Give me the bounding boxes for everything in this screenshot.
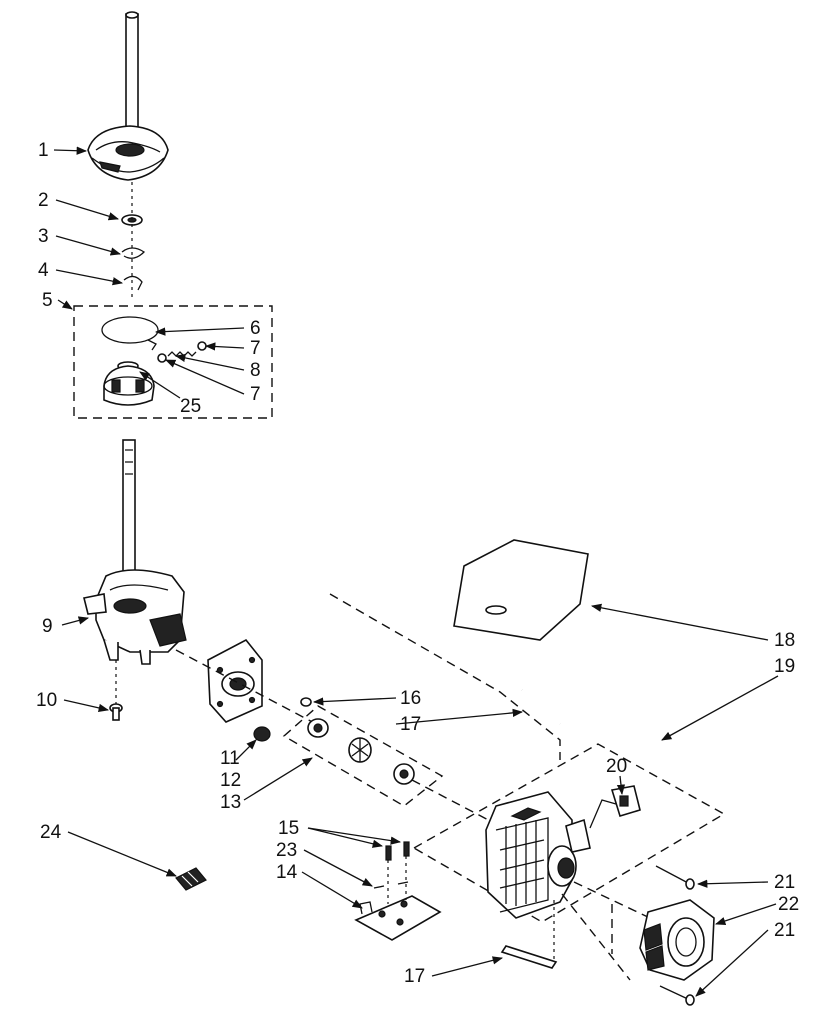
callout-24: 24 xyxy=(40,822,62,843)
callout-14: 14 xyxy=(276,862,298,883)
part-3-retaining-ring xyxy=(121,247,146,259)
callout-1: 1 xyxy=(38,140,49,161)
callout-6: 6 xyxy=(250,318,261,339)
part-16-washer xyxy=(300,697,312,707)
callout-15: 15 xyxy=(278,818,299,839)
callout-20: 20 xyxy=(606,756,627,777)
part-9-gearcase-assembly xyxy=(83,439,187,665)
callout-17-lower: 17 xyxy=(404,966,425,987)
part-5-group-box xyxy=(73,305,273,419)
part-17-tube-lower xyxy=(500,945,558,969)
part-20-switch xyxy=(589,785,641,829)
part-10-bolt xyxy=(109,660,123,721)
part-6-brake-band xyxy=(101,316,159,351)
callout-12: 12 xyxy=(220,770,241,791)
callout-8: 8 xyxy=(250,360,261,381)
callout-7-lower: 7 xyxy=(250,384,261,405)
callout-11: 11 xyxy=(220,748,240,769)
callout-16: 16 xyxy=(400,688,421,709)
part-24-foot xyxy=(175,867,207,891)
callout-labels: 1 2 3 4 5 6 7 8 7 25 9 10 11 12 13 16 17… xyxy=(36,140,799,987)
leader-lines xyxy=(53,146,779,997)
callout-17-upper: 17 xyxy=(400,714,421,735)
callout-4: 4 xyxy=(38,260,49,281)
part-25-drive-hub xyxy=(103,361,155,406)
part-23-clip xyxy=(373,881,409,889)
callout-23: 23 xyxy=(276,840,297,861)
callout-22: 22 xyxy=(778,894,799,915)
callout-18: 18 xyxy=(774,630,795,651)
part-21-bolt-lower xyxy=(659,985,695,1006)
callout-21-lower: 21 xyxy=(774,920,795,941)
callout-25: 25 xyxy=(180,396,201,417)
motor-assembly xyxy=(485,791,591,919)
part-15-screws xyxy=(385,841,410,904)
callout-9: 9 xyxy=(42,616,53,637)
part-12-plug xyxy=(253,726,271,742)
callout-5: 5 xyxy=(42,290,53,311)
part-4-clip xyxy=(123,275,143,291)
part-17-tube-upper xyxy=(521,688,562,725)
part-13-coupling-parts xyxy=(307,718,415,785)
part-14-bracket xyxy=(354,895,442,941)
part-18-motor-shield xyxy=(453,539,589,641)
callout-19: 19 xyxy=(774,656,795,677)
callout-7-upper: 7 xyxy=(250,338,261,359)
part-22-motor-mount xyxy=(639,899,715,981)
part-7-8-spring-assembly xyxy=(157,341,207,363)
part-1-shaft-cam-assembly xyxy=(87,11,169,181)
part-13-group-box xyxy=(282,705,444,807)
callout-13: 13 xyxy=(220,792,241,813)
callout-3: 3 xyxy=(38,226,49,247)
callout-21-upper: 21 xyxy=(774,872,795,893)
part-21-bolt-upper xyxy=(655,865,695,890)
callout-10: 10 xyxy=(36,690,57,711)
callout-2: 2 xyxy=(38,190,49,211)
